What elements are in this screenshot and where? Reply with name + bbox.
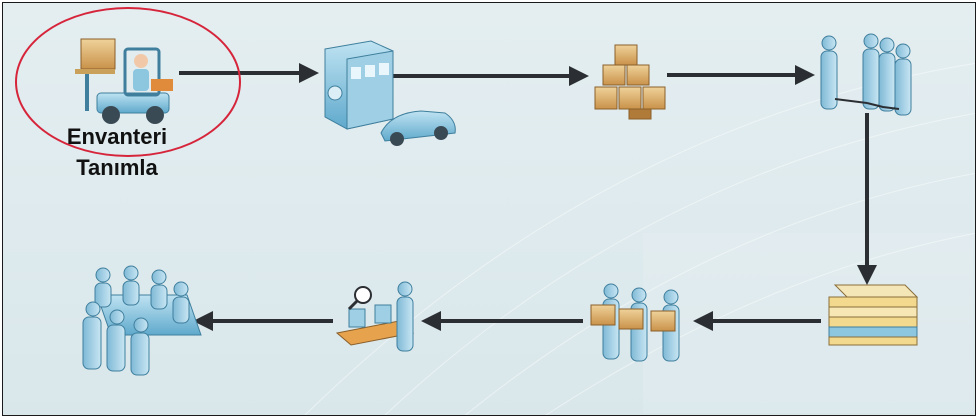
document-stack-icon (828, 284, 919, 346)
conveyor-inspection-icon (335, 281, 415, 352)
meeting-table-icon (82, 265, 202, 376)
step-label-line-2: Tanımla (76, 155, 158, 180)
highlight-ellipse (15, 7, 241, 157)
step-label-line-1: Envanteri (66, 124, 168, 149)
stacked-boxes-icon (594, 44, 666, 120)
people-group-icon (820, 33, 912, 116)
building-and-car-icon (324, 40, 456, 146)
workers-with-boxes-icon (590, 283, 680, 362)
diagram-frame: Envanteri Tanımla (2, 2, 976, 416)
flow-arrows (179, 63, 877, 331)
step-label: Envanteri Tanımla (37, 121, 197, 183)
